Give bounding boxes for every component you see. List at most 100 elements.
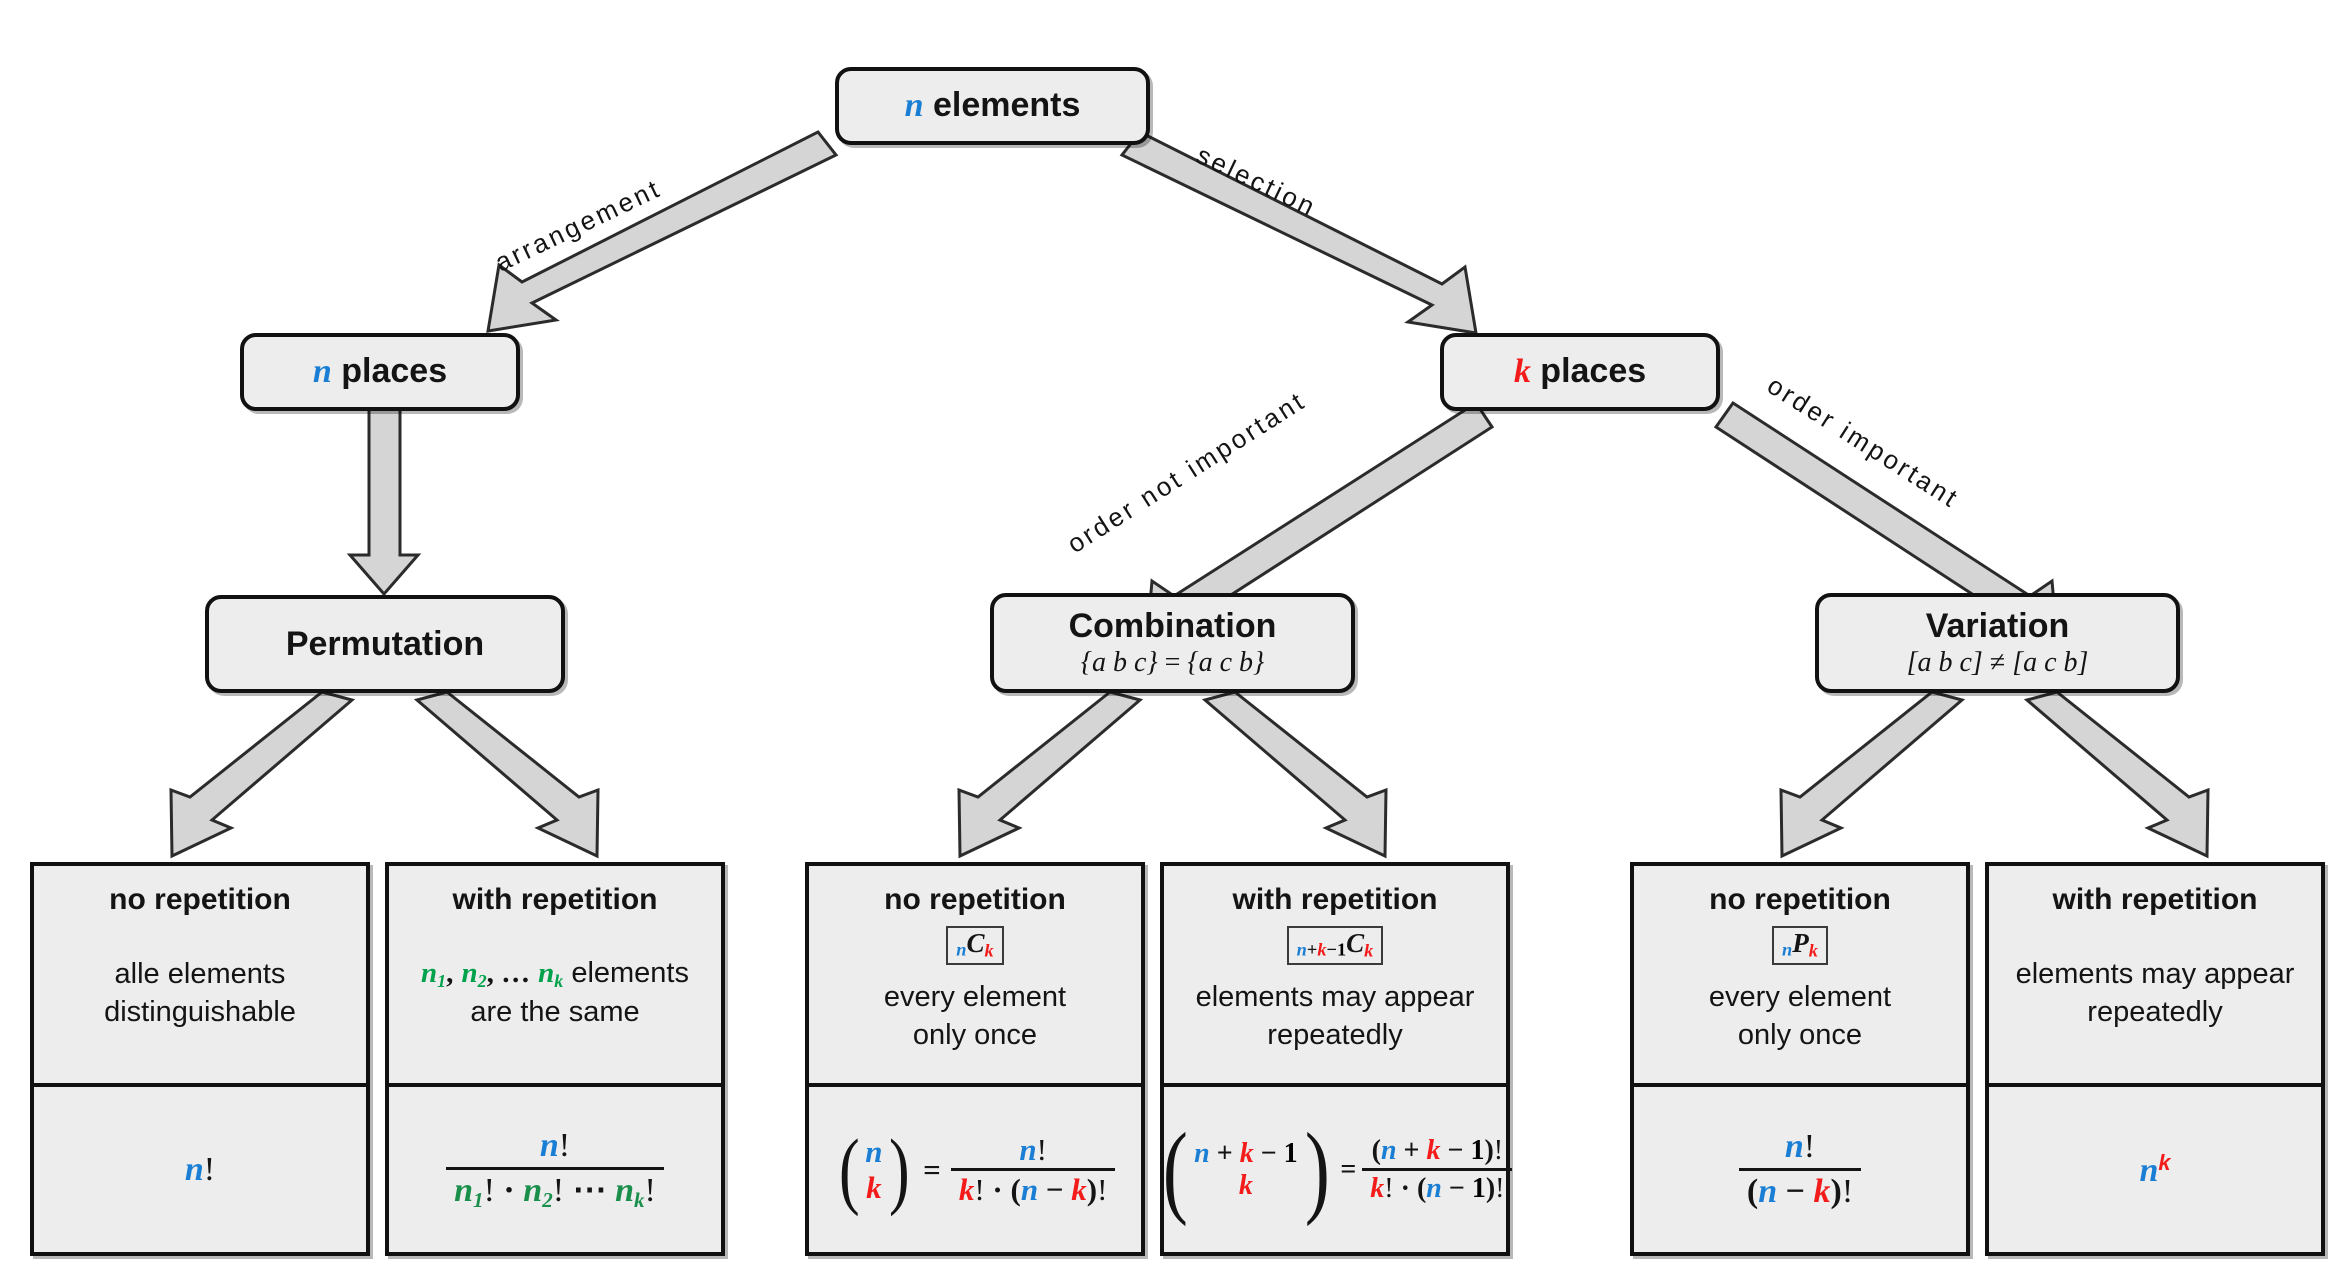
card-head: with repetition: [452, 883, 658, 916]
arrow-arrangement: [486, 130, 839, 333]
fraction-denominator: (n − k)!: [1738, 1168, 1862, 1211]
desc-line-2: are the same: [470, 995, 640, 1028]
arrow-permutation-with-rep: [413, 690, 600, 859]
binomial-top-n: n: [865, 1133, 883, 1169]
card-permutation-with-repetition[interactable]: with repetition n1, n2, … nk elements ar…: [385, 862, 725, 1256]
notation-C: C: [966, 928, 985, 958]
binomial-stack: n + k − 1 k: [1192, 1137, 1300, 1203]
equals-sign: =: [923, 1151, 941, 1187]
node-permutation[interactable]: Permutation: [205, 595, 565, 693]
notation-nPk: nPk: [1772, 926, 1828, 965]
card-head: no repetition: [884, 883, 1066, 916]
card-formula: n!: [34, 1087, 366, 1252]
node-k-places-text: places: [1540, 352, 1647, 391]
combination-set-right: {a c b}: [1187, 647, 1265, 679]
fraction: n! k! · (n − k)!: [950, 1131, 1116, 1207]
card-variation-no-repetition[interactable]: no repetition nPk every element only onc…: [1630, 862, 1970, 1256]
desc-line-1: every element: [883, 981, 1067, 1014]
desc-line-1: elements may appear: [2015, 957, 2295, 990]
card-description: elements may appear repeatedly: [1188, 965, 1483, 1083]
card-combination-with-repetition[interactable]: with repetition n+k−1Ck elements may app…: [1160, 862, 1513, 1256]
card-description: elements may appear repeatedly: [2008, 918, 2303, 1083]
notation-sub-expression: n+k−1: [1296, 939, 1347, 960]
card-top-section: no repetition nPk every element only onc…: [1634, 866, 1966, 1087]
node-variation-title: Variation: [1925, 606, 2070, 645]
card-description: every element only once: [1701, 965, 1899, 1083]
card-top-section: with repetition n1, n2, … nk elements ar…: [389, 866, 721, 1087]
symbol-k: k: [1513, 353, 1531, 391]
card-top-section: with repetition elements may appear repe…: [1989, 866, 2321, 1087]
right-paren: ): [888, 1120, 910, 1217]
symbol-n: n: [312, 353, 332, 391]
card-formula: n! (n − k)!: [1634, 1087, 1966, 1252]
symbol-n: n: [904, 87, 924, 125]
combination-set-left: {a b c}: [1080, 647, 1158, 679]
node-k-places[interactable]: k places: [1440, 333, 1720, 411]
var-n1: n1: [421, 957, 447, 992]
notation-C: C: [1346, 928, 1365, 958]
arrow-combination-with-rep: [1201, 690, 1388, 859]
card-head: no repetition: [109, 883, 291, 916]
notation-nCk: nCk: [946, 926, 1004, 965]
card-permutation-no-repetition[interactable]: no repetition alle elements distinguisha…: [30, 862, 370, 1256]
binomial-coefficient: ( n k ): [835, 1120, 914, 1217]
node-n-elements[interactable]: n elements: [835, 67, 1150, 145]
node-variation[interactable]: Variation [a b c] ≠ [a c b]: [1815, 593, 2180, 693]
desc-line-2: repeatedly: [1267, 1018, 1403, 1051]
card-description: alle elements distinguishable: [96, 918, 304, 1083]
variation-relation: ≠: [1989, 647, 2006, 679]
formula-multiset-binomial: ( n + k − 1 k ) = (n + k − 1)! k! · (n −…: [1158, 1111, 1513, 1227]
node-n-elements-text: elements: [932, 86, 1081, 125]
node-n-places-label: n places: [313, 352, 447, 391]
left-paren: (: [1162, 1111, 1188, 1227]
desc-line-2: only once: [1737, 1018, 1863, 1051]
factorial-sign: !: [203, 1151, 216, 1188]
card-top-section: no repetition alle elements distinguisha…: [34, 866, 366, 1087]
binomial-top-expression: n + k − 1: [1194, 1137, 1298, 1169]
variation-set-right: [a c b]: [2012, 647, 2089, 679]
node-variation-subtitle: [a b c] ≠ [a c b]: [1907, 647, 2089, 679]
notation-P: P: [1792, 928, 1809, 958]
formula-variation: n! (n − k)!: [1738, 1128, 1862, 1211]
formula-binomial: ( n k ) = n! k! · (n − k)!: [835, 1120, 1116, 1217]
card-top-section: no repetition nCk every element only onc…: [809, 866, 1141, 1087]
card-formula: ( n + k − 1 k ) = (n + k − 1)! k! · (n −…: [1162, 1087, 1513, 1252]
node-combination[interactable]: Combination {a b c} = {a c b}: [990, 593, 1355, 693]
notation-sub-k: k: [1364, 940, 1374, 961]
binomial-bottom-k: k: [866, 1169, 882, 1205]
variation-set-left: [a b c]: [1906, 647, 1983, 679]
node-n-elements-label: n elements: [905, 86, 1081, 125]
fraction-numerator: n!: [539, 1127, 571, 1165]
card-formula: n! n1! · n2! ⋯ nk!: [389, 1087, 721, 1252]
node-n-places[interactable]: n places: [240, 333, 520, 411]
fraction-denominator: n1! · n2! ⋯ nk!: [446, 1167, 664, 1212]
notation-sub-n: n: [956, 939, 967, 960]
node-n-places-text: places: [341, 352, 448, 391]
right-paren: ): [1304, 1111, 1330, 1227]
combination-relation: =: [1164, 647, 1181, 679]
card-top-section: with repetition n+k−1Ck elements may app…: [1164, 866, 1506, 1087]
exponent-k: k: [2158, 1149, 2171, 1175]
desc-line-1: every element: [1708, 981, 1892, 1014]
var-n: n: [2139, 1151, 2159, 1189]
card-formula: ( n k ) = n! k! · (n − k)!: [809, 1087, 1141, 1252]
formula-n-factorial: n!: [185, 1150, 215, 1189]
desc-word-elements: elements: [571, 957, 689, 990]
card-variation-with-repetition[interactable]: with repetition elements may appear repe…: [1985, 862, 2325, 1256]
card-description: n1, n2, … nk elements are the same: [413, 918, 697, 1083]
binomial-stack: n k: [863, 1134, 884, 1206]
fraction-numerator: n!: [1019, 1131, 1047, 1167]
desc-line-1: elements may appear: [1195, 981, 1475, 1014]
card-description: every element only once: [876, 965, 1074, 1083]
arrow-variation-no-rep: [1779, 690, 1966, 859]
formula-multiset-permutation: n! n1! · n2! ⋯ nk!: [446, 1127, 664, 1211]
node-k-places-label: k places: [1514, 352, 1646, 391]
fraction-denominator: k! · (n − 1)!: [1362, 1168, 1513, 1204]
desc-line-1: n1, n2, … nk elements: [421, 957, 689, 992]
notation-sub-n: n: [1782, 939, 1793, 960]
binomial-coefficient: ( n + k − 1 k ): [1158, 1111, 1335, 1227]
arrow-combination-no-rep: [957, 690, 1144, 859]
desc-line-2: only once: [912, 1018, 1038, 1051]
card-combination-no-repetition[interactable]: no repetition nCk every element only onc…: [805, 862, 1145, 1256]
